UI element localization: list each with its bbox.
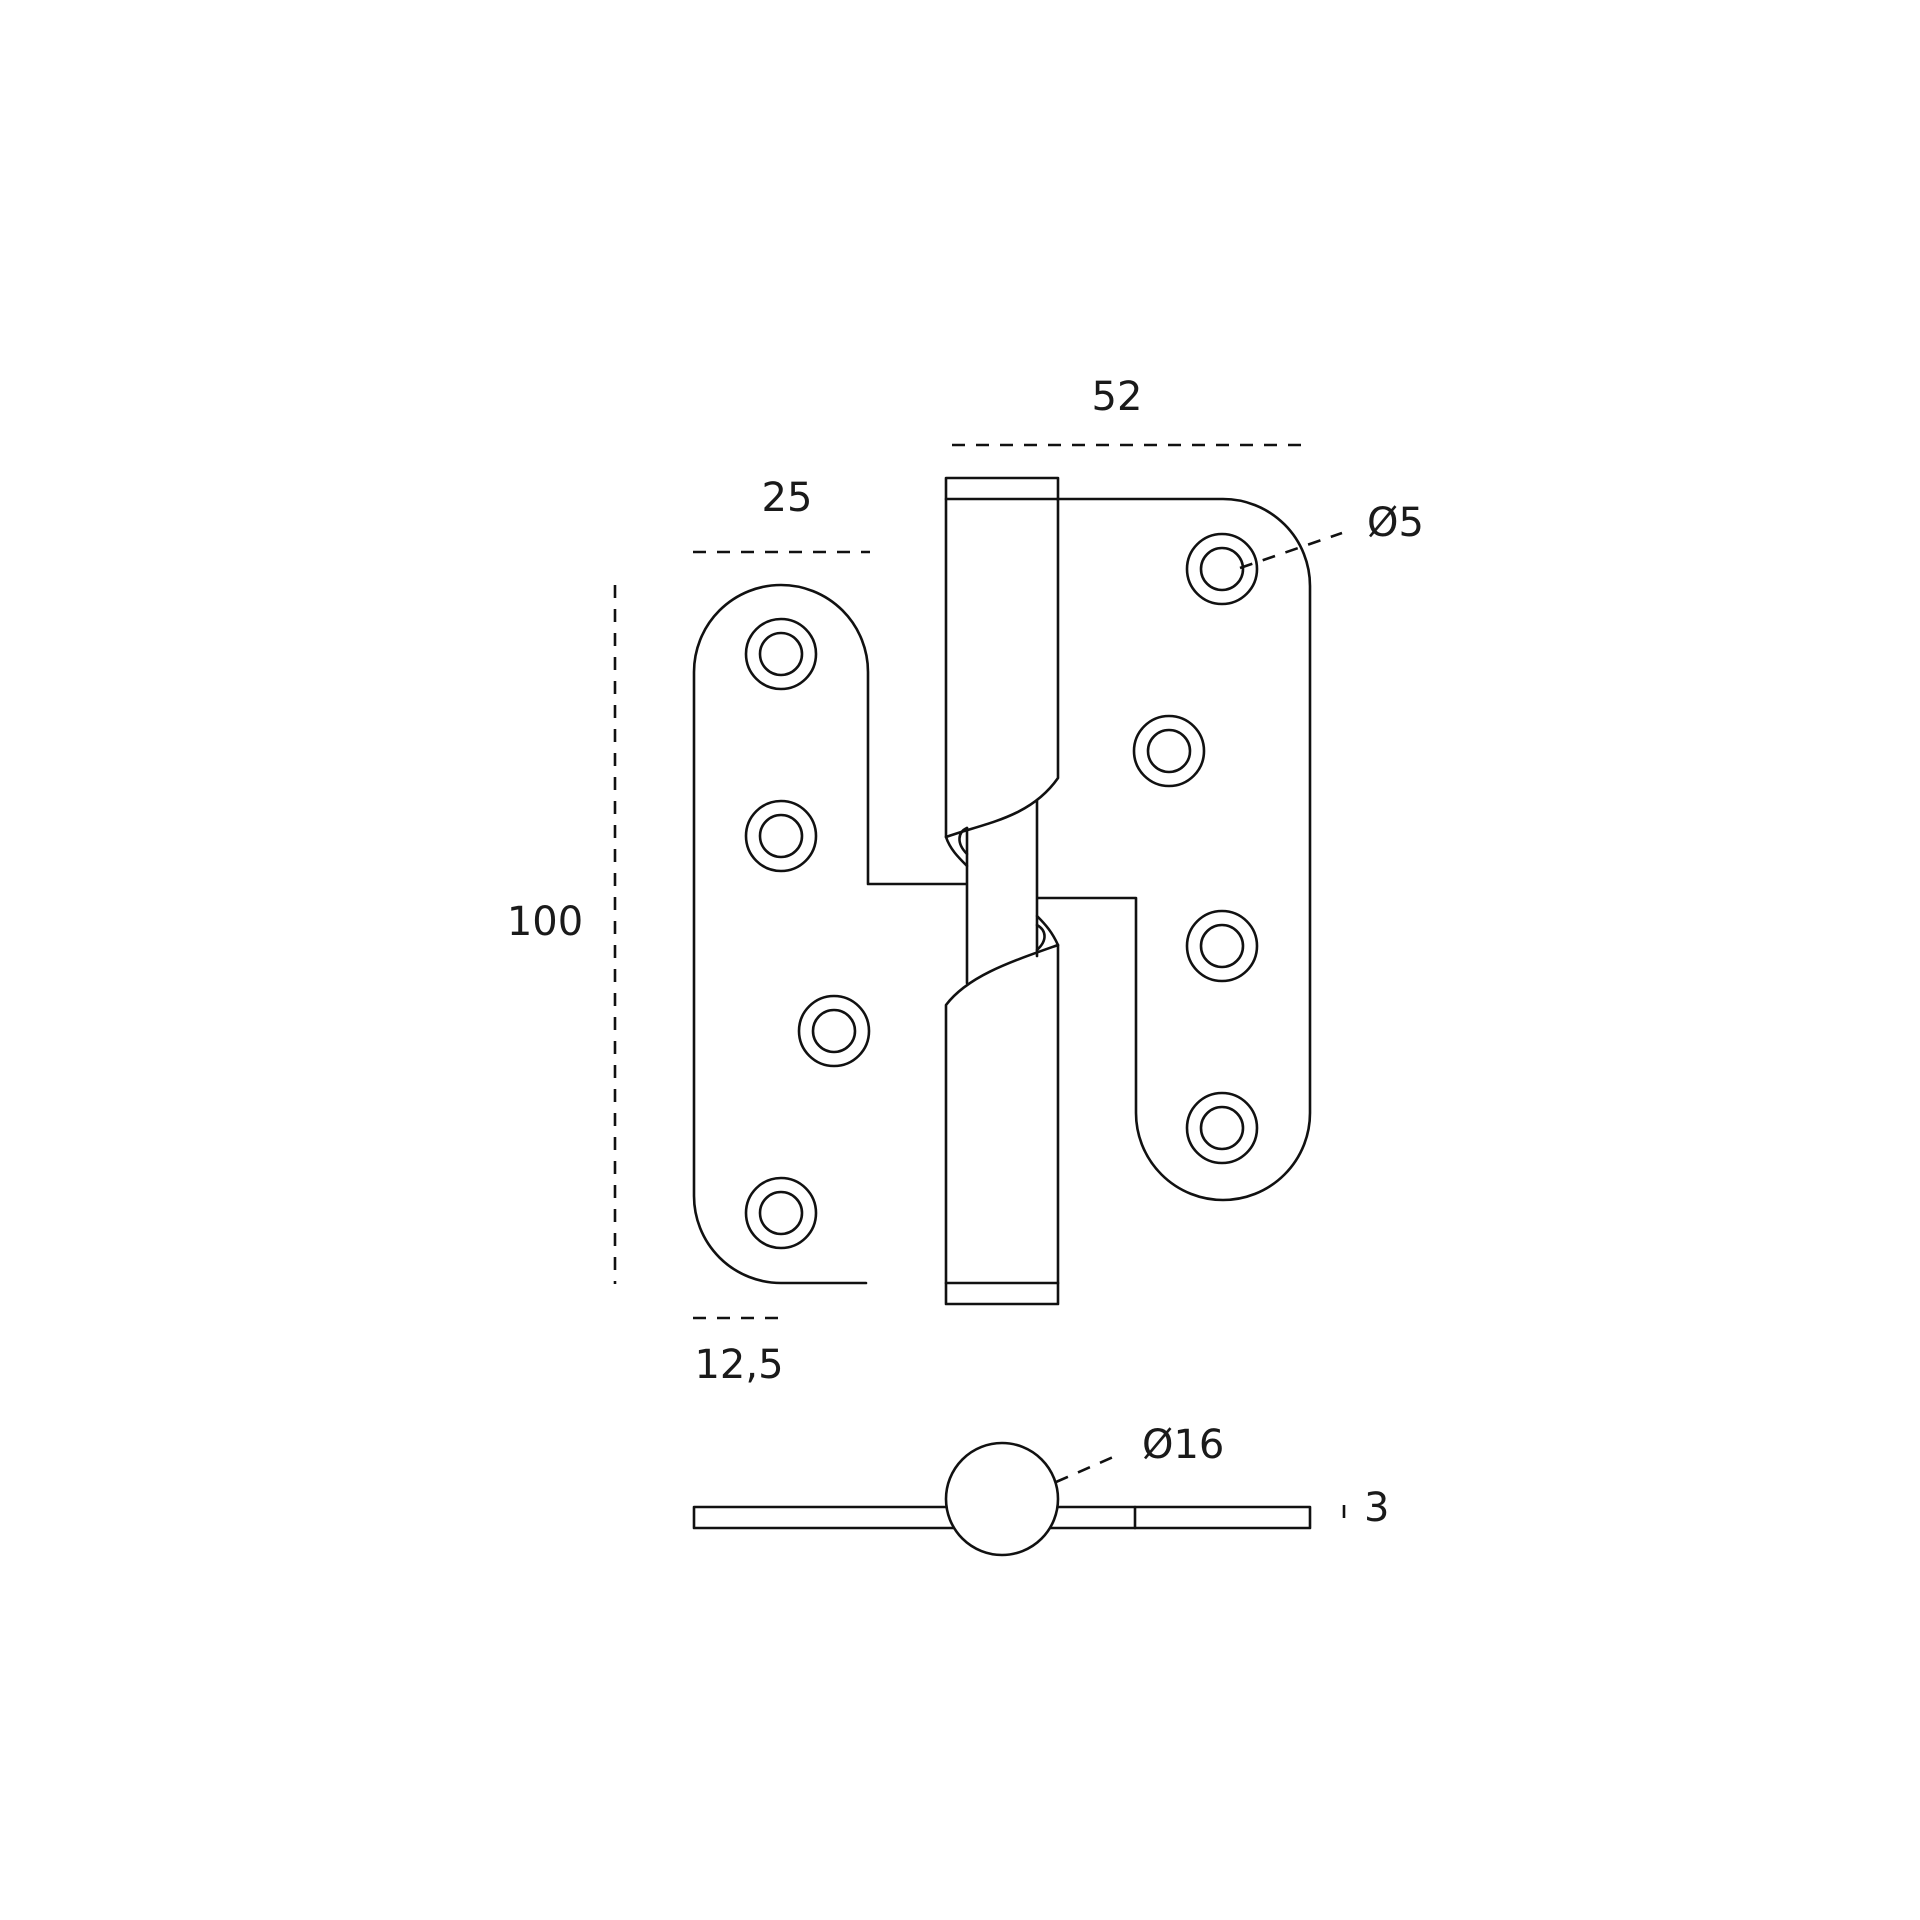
screw-hole [744,1176,818,1250]
screw-hole [744,799,818,873]
dim-label-12-5: 12,5 [694,1342,783,1388]
dim-label-25: 25 [762,475,813,521]
leader-hole-diameter [1239,531,1343,570]
right-leaf-section [1048,1505,1312,1530]
screw-hole [1185,1091,1259,1165]
dim-label-hole-diameter: Ø5 [1367,500,1424,546]
dim-label-52: 52 [1092,374,1143,420]
hinge-front-view [692,476,1312,1306]
screw-hole [797,994,871,1068]
lower-knuckle [944,943,1060,1306]
left-leaf [692,583,968,1285]
dim-label-knuckle-diameter: Ø16 [1142,1422,1224,1468]
right-leaf [1036,497,1312,1202]
left-leaf-section [692,1505,956,1530]
screw-hole [1132,714,1206,788]
screw-hole [1185,909,1259,983]
leader-knuckle-diameter [1055,1452,1121,1484]
lower-knuckle-curl [1035,914,1060,952]
dim-label-thickness: 3 [1364,1485,1389,1531]
screw-hole [1185,532,1259,606]
hinge-bottom-view [692,1441,1312,1557]
upper-knuckle [944,476,1060,839]
knuckle-section [944,1441,1060,1557]
dim-label-100: 100 [507,899,583,945]
upper-knuckle-curl [944,826,969,868]
screw-hole [744,617,818,691]
